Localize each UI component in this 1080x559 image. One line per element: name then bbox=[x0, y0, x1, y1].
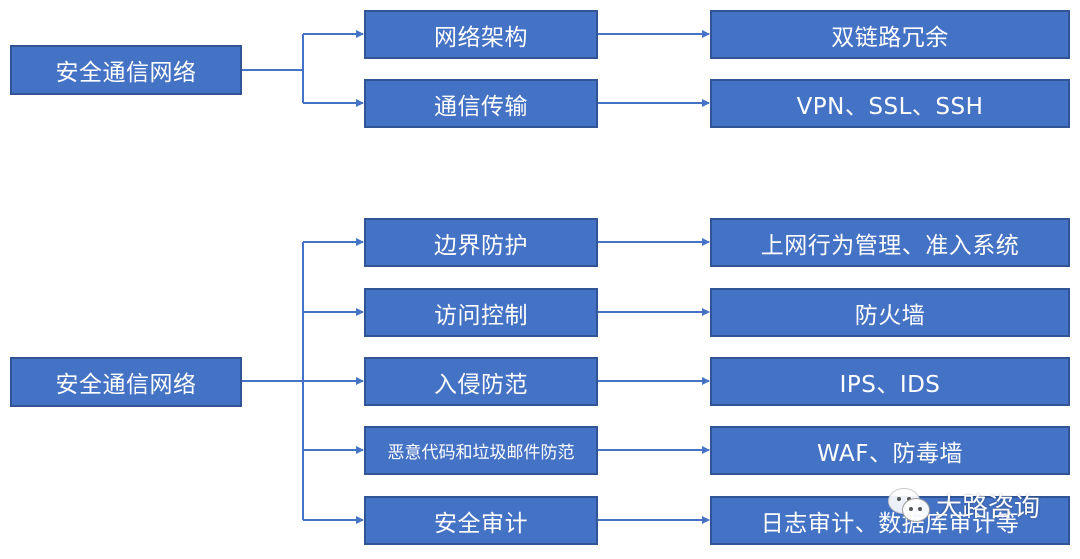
measure-node-log-db-audit: 日志审计、数据库审计等 bbox=[710, 496, 1070, 545]
root-node-group-2: 安全通信网络 bbox=[10, 357, 242, 407]
category-label: 恶意代码和垃圾邮件防范 bbox=[387, 443, 575, 463]
root-node-group-1: 安全通信网络 bbox=[10, 45, 242, 95]
category-node-malware-spam-prevention: 恶意代码和垃圾邮件防范 bbox=[364, 426, 598, 475]
category-node-access-control: 访问控制 bbox=[364, 288, 598, 337]
measure-label: VPN、SSL、SSH bbox=[796, 93, 984, 120]
measure-label: 防火墙 bbox=[854, 302, 926, 329]
measure-node-ips-ids: IPS、IDS bbox=[710, 357, 1070, 406]
measure-label: 日志审计、数据库审计等 bbox=[760, 510, 1020, 537]
measure-node-behavior-management: 上网行为管理、准入系统 bbox=[710, 218, 1070, 267]
root-node-label: 安全通信网络 bbox=[55, 372, 197, 398]
category-node-network-architecture: 网络架构 bbox=[364, 10, 598, 59]
category-label: 入侵防范 bbox=[434, 371, 528, 398]
measure-label: IPS、IDS bbox=[839, 371, 941, 398]
category-node-security-audit: 安全审计 bbox=[364, 496, 598, 545]
measure-node-waf-antivirus-wall: WAF、防毒墙 bbox=[710, 426, 1070, 475]
category-node-boundary-protection: 边界防护 bbox=[364, 218, 598, 267]
wechat-icon bbox=[888, 487, 932, 524]
measure-node-vpn-ssl-ssh: VPN、SSL、SSH bbox=[710, 79, 1070, 128]
category-node-communication-transport: 通信传输 bbox=[364, 79, 598, 128]
category-node-intrusion-prevention: 入侵防范 bbox=[364, 357, 598, 406]
watermark: 大路咨询 bbox=[888, 487, 1040, 524]
category-label: 安全审计 bbox=[434, 510, 528, 537]
measure-label: WAF、防毒墙 bbox=[817, 440, 963, 467]
measure-node-firewall: 防火墙 bbox=[710, 288, 1070, 337]
category-label: 通信传输 bbox=[434, 93, 528, 120]
category-label: 网络架构 bbox=[434, 24, 528, 51]
category-label: 访问控制 bbox=[434, 302, 528, 329]
category-label: 边界防护 bbox=[434, 232, 528, 259]
measure-label: 双链路冗余 bbox=[831, 24, 949, 51]
measure-label: 上网行为管理、准入系统 bbox=[760, 232, 1020, 259]
root-node-label: 安全通信网络 bbox=[55, 60, 197, 86]
measure-node-dual-link-redundancy: 双链路冗余 bbox=[710, 10, 1070, 59]
watermark-text: 大路咨询 bbox=[936, 493, 1041, 523]
